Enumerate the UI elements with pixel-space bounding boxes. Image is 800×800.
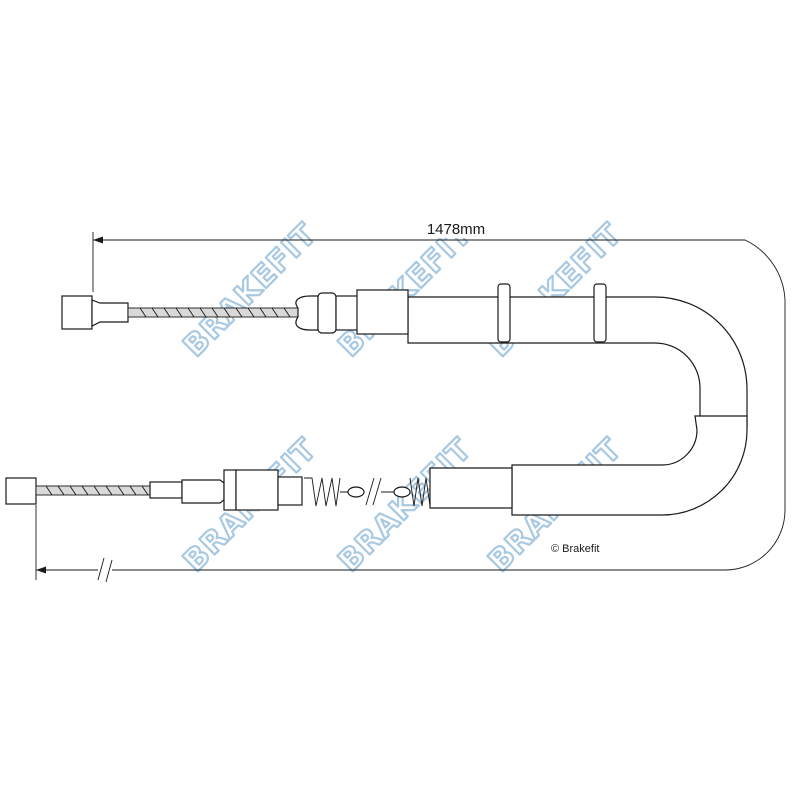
break-mark [97,557,113,583]
lower-adjuster-sleeve [181,479,225,504]
upper-clip-1 [497,283,511,343]
copyright-text: © Brakefit [551,543,599,555]
lower-spring-left [304,477,341,507]
upper-end-ferrule [91,299,129,327]
joiner-eye-right [393,486,411,498]
upper-clip-2 [593,283,607,343]
arrow-head-bottom [36,566,46,574]
joiner-eye-left [347,486,365,498]
upper-wire-strands [139,307,291,318]
upper-end-nipple [61,295,93,330]
brakefit-watermark-1: BRAKEFIT [176,216,325,365]
dimension-top: 1478mm [35,218,786,583]
lower-spring-right [409,477,431,507]
u-bend [429,415,748,516]
joiner-break [365,477,382,506]
lower-cable [5,469,431,511]
upper-boot [295,295,319,331]
lower-end-nipple [5,477,37,505]
dimension-path [36,239,786,571]
upper-outer-sheath [407,296,748,429]
dimension-label: 1478mm [427,221,485,238]
lower-spring-housing-left [277,476,303,506]
lower-wire-strands [45,485,149,496]
brakefit-watermark-text: BRAKEFIT [177,217,324,364]
lower-nut [223,469,237,511]
upper-abutment-block [356,289,409,335]
bend-grommet [511,415,748,516]
upper-cable [61,283,748,429]
arrow-head-top [93,236,103,244]
watermark-layer: BRAKEFITBRAKEFITBRAKEFITBRAKEFITBRAKEFIT… [176,216,630,580]
upper-boot-body [335,295,359,331]
lower-abutment-block [235,469,279,511]
lower-outer-sheath [429,467,513,509]
lower-ferrule [149,481,183,499]
upper-boot-rib-1 [317,292,337,334]
